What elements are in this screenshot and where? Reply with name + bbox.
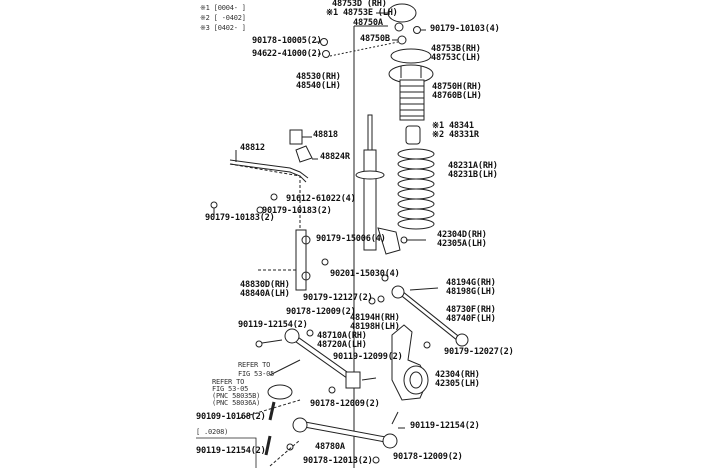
label-stabilizer-link[interactable]: 48830D(RH)48840A(LH): [240, 281, 290, 299]
rear-axle-carrier[interactable]: [391, 324, 429, 401]
label-upper-mount[interactable]: 48753B(RH)48753C(LH): [431, 45, 481, 63]
label-90178-12013[interactable]: 90178-12013(2): [303, 456, 373, 466]
label-strut[interactable]: 48530(RH)48540(LH): [296, 73, 341, 91]
label-48750A[interactable]: 48750A: [353, 18, 383, 28]
label-line: 48198G(LH): [446, 287, 496, 297]
stabilizer-bar[interactable]: [229, 150, 309, 183]
label-bushing-g[interactable]: 48194G(RH)48198G(LH): [446, 279, 496, 297]
label-90178-12009-c[interactable]: 90178-12009(2): [393, 452, 463, 462]
label-line: REFER TO: [212, 378, 245, 386]
label-91612-61022[interactable]: 91612-61022(4): [286, 194, 356, 204]
label-line: 42305(LH): [435, 379, 480, 389]
label-90201-15030[interactable]: 90201-15030(4): [330, 269, 400, 279]
label-line: 48231B(LH): [448, 170, 498, 180]
label-line: 42305A(LH): [437, 239, 487, 249]
label-line: 48231A(RH): [448, 161, 498, 171]
lower-arm-48780A[interactable]: [292, 417, 398, 449]
label-knuckle[interactable]: 42304(RH)42305(LH): [435, 371, 480, 389]
label-line: 48710A(RH): [317, 331, 367, 341]
nut-48750A[interactable]: [394, 22, 404, 32]
label-bumper[interactable]: ※1 48341※2 48331R: [432, 122, 479, 140]
label-line: (PNC 58035B): [212, 392, 261, 400]
label-90119-12154-b[interactable]: 90119-12154(2): [410, 421, 480, 431]
lower-arm-no1[interactable]: [284, 328, 361, 389]
nut-90179-10103[interactable]: [413, 26, 421, 34]
label-line: 42304(RH): [435, 370, 480, 380]
label-line: 48720A(LH): [317, 340, 367, 350]
label-line: 48194G(RH): [446, 278, 496, 288]
label-48818[interactable]: 48818: [313, 130, 338, 140]
label-line: 48753D (RH): [332, 0, 387, 9]
label-line: ※2 48331R: [432, 130, 479, 140]
label-spring[interactable]: 48231A(RH)48231B(LH): [448, 162, 498, 180]
label-90179-10183-a[interactable]: 90179-10183(2): [262, 206, 332, 216]
label-line: (PNC 58036A): [212, 399, 261, 407]
label-94622-41000[interactable]: 94622-41000(2): [252, 49, 322, 59]
label-line: 48750H(RH): [432, 82, 482, 92]
label-90119-12154-c[interactable]: 90119-12154(2): [196, 446, 266, 456]
label-90178-12009-b[interactable]: 90178-12009(2): [310, 399, 380, 409]
upper-mount[interactable]: [390, 48, 432, 64]
label-90179-12127[interactable]: 90179-12127(2): [303, 293, 373, 303]
washer-94622[interactable]: [322, 50, 330, 58]
label-line: 48198H(LH): [350, 322, 400, 332]
label-90178-10005[interactable]: 90178-10005(2): [252, 36, 322, 46]
label-line: 42304D(RH): [437, 230, 487, 240]
label-line: 48540(LH): [296, 81, 341, 91]
label-90119-12154-a[interactable]: 90119-12154(2): [238, 320, 308, 330]
label-boot[interactable]: 48750H(RH)48760B(LH): [432, 83, 482, 101]
label-line: 48753C(LH): [431, 53, 481, 63]
label-line: 48753B(RH): [431, 44, 481, 54]
label-48780A[interactable]: 48780A: [315, 442, 345, 452]
coil-spring[interactable]: [397, 148, 435, 230]
stabilizer-link[interactable]: [295, 229, 307, 291]
label-90109-10168[interactable]: 90109-10168(2): [196, 412, 266, 422]
legend-note-2: ※2 [ -0402]: [200, 14, 246, 22]
label-48812[interactable]: 48812: [240, 143, 265, 153]
label-line: ※1 48341: [432, 121, 474, 131]
label-strut-bolt[interactable]: 42304D(RH)42305A(LH): [437, 231, 487, 249]
label-90179-15006[interactable]: 90179-15006(4): [316, 234, 386, 244]
label-48824R[interactable]: 48824R: [320, 152, 350, 162]
label-90179-10183-b[interactable]: 90179-10183(2): [205, 213, 275, 223]
label-line: 48730F(RH): [446, 305, 496, 315]
bushing-48818[interactable]: [289, 129, 303, 145]
shock-absorber[interactable]: [355, 114, 401, 255]
label-cap[interactable]: 48753D (RH)※1 48753E (LH): [326, 0, 398, 18]
upper-control-arm[interactable]: [391, 285, 469, 347]
label-line: 48530(RH): [296, 72, 341, 82]
bracket-note: [ .0208): [196, 428, 229, 436]
washer-48750B[interactable]: [397, 35, 407, 45]
legend-note-3: ※3 [0402- ]: [200, 24, 246, 32]
label-line: REFER TO: [238, 361, 271, 369]
label-bushing-h[interactable]: 48194H(RH)48198H(LH): [350, 314, 400, 332]
label-line: 48840A(LH): [240, 289, 290, 299]
label-line: 48194H(RH): [350, 313, 400, 323]
label-line: 48830D(RH): [240, 280, 290, 290]
bump-stopper[interactable]: [405, 125, 421, 145]
label-line: FIG 53-05: [238, 370, 275, 378]
label-90119-12099[interactable]: 90119-12099(2): [333, 352, 403, 362]
nut-90178-10005[interactable]: [320, 38, 328, 46]
label-upper-arm[interactable]: 48730F(RH)48740F(LH): [446, 306, 496, 324]
legend-note-1: ※1 [0004- ]: [200, 4, 246, 12]
dust-boot[interactable]: [399, 79, 425, 121]
label-line: 48760B(LH): [432, 91, 482, 101]
label-lower-arm-no1[interactable]: 48710A(RH)48720A(LH): [317, 332, 367, 350]
toe-adjust-cam[interactable]: [267, 384, 293, 400]
label-90179-10103[interactable]: 90179-10103(4): [430, 24, 500, 34]
label-90179-12027[interactable]: 90179-12027(2): [444, 347, 514, 357]
label-90178-12009-a[interactable]: 90178-12009(2): [286, 307, 356, 317]
label-line: FIG 53-05: [212, 385, 249, 393]
label-48750B[interactable]: 48750B: [360, 34, 390, 44]
label-line: 48740F(LH): [446, 314, 496, 324]
label-line: ※1 48753E (LH): [326, 8, 398, 18]
